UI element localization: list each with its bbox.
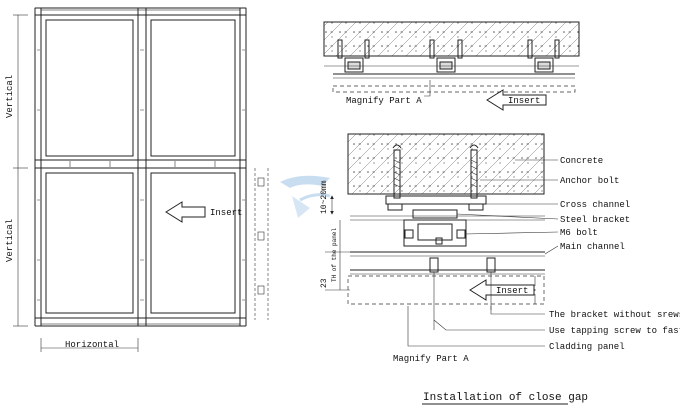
callout-anchor-bolt: Anchor bolt — [560, 176, 619, 186]
watermark-logo — [280, 175, 331, 218]
top-panel-outline — [332, 85, 576, 93]
callout-leaders — [407, 159, 559, 347]
dim-small-label: 23 — [320, 278, 329, 288]
left-elevation: Insert Vertical Vertical Horizontal — [5, 7, 269, 352]
fastener-marks — [37, 49, 245, 301]
callout-tapping-screw: Use tapping screw to fasten — [549, 326, 680, 336]
callout-bracket-without-screws: The bracket without srews — [549, 310, 680, 320]
callout-steel-bracket: Steel bracket — [560, 215, 630, 225]
callout-cladding-panel: Cladding panel — [549, 342, 625, 352]
top-insert-label: Insert — [508, 96, 540, 106]
panel-bottom-left — [45, 172, 134, 314]
horizontal-label: Horizontal — [65, 340, 119, 350]
anchor-bolt-left — [392, 144, 402, 199]
section-insert-label: Insert — [496, 286, 528, 296]
insert-arrow-left — [165, 201, 206, 223]
vertical-label-top: Vertical — [5, 75, 15, 118]
callout-main-channel: Main channel — [560, 242, 625, 252]
m6-bolt-left — [404, 229, 414, 239]
cross-channel — [385, 195, 487, 205]
m6-bolt-right — [456, 229, 466, 239]
panel-bottom-right — [150, 172, 236, 314]
panel-top-right — [150, 19, 236, 157]
dim-gap-label: 10~20mm — [320, 180, 329, 214]
section-concrete — [347, 133, 545, 195]
top-insert-arrow — [486, 89, 547, 111]
dim-thickness-note: TH of the panel — [331, 228, 338, 282]
callout-concrete: Concrete — [560, 156, 603, 166]
top-detail: Magnify Part A Insert — [323, 21, 580, 111]
vertical-label-bottom: Vertical — [5, 219, 15, 262]
callout-cross-channel: Cross channel — [560, 200, 630, 210]
top-magnify-label: Magnify Part A — [346, 96, 422, 106]
top-brackets — [337, 39, 560, 73]
callout-m6-bolt: M6 bolt — [560, 228, 598, 238]
section-detail: 10~20mm TH of the panel 23 Insert Concre… — [320, 133, 680, 364]
insert-label-left: Insert — [210, 208, 242, 218]
anchor-bolt-right — [469, 144, 479, 199]
steel-bracket — [412, 209, 458, 219]
section-insert-arrow — [469, 279, 535, 301]
panel-top-left — [45, 19, 134, 157]
section-magnify-label: Magnify Part A — [393, 354, 469, 364]
top-concrete-slab — [323, 21, 580, 57]
insert-side-rails — [254, 168, 269, 320]
figure-caption: Installation of close gap — [423, 392, 588, 404]
